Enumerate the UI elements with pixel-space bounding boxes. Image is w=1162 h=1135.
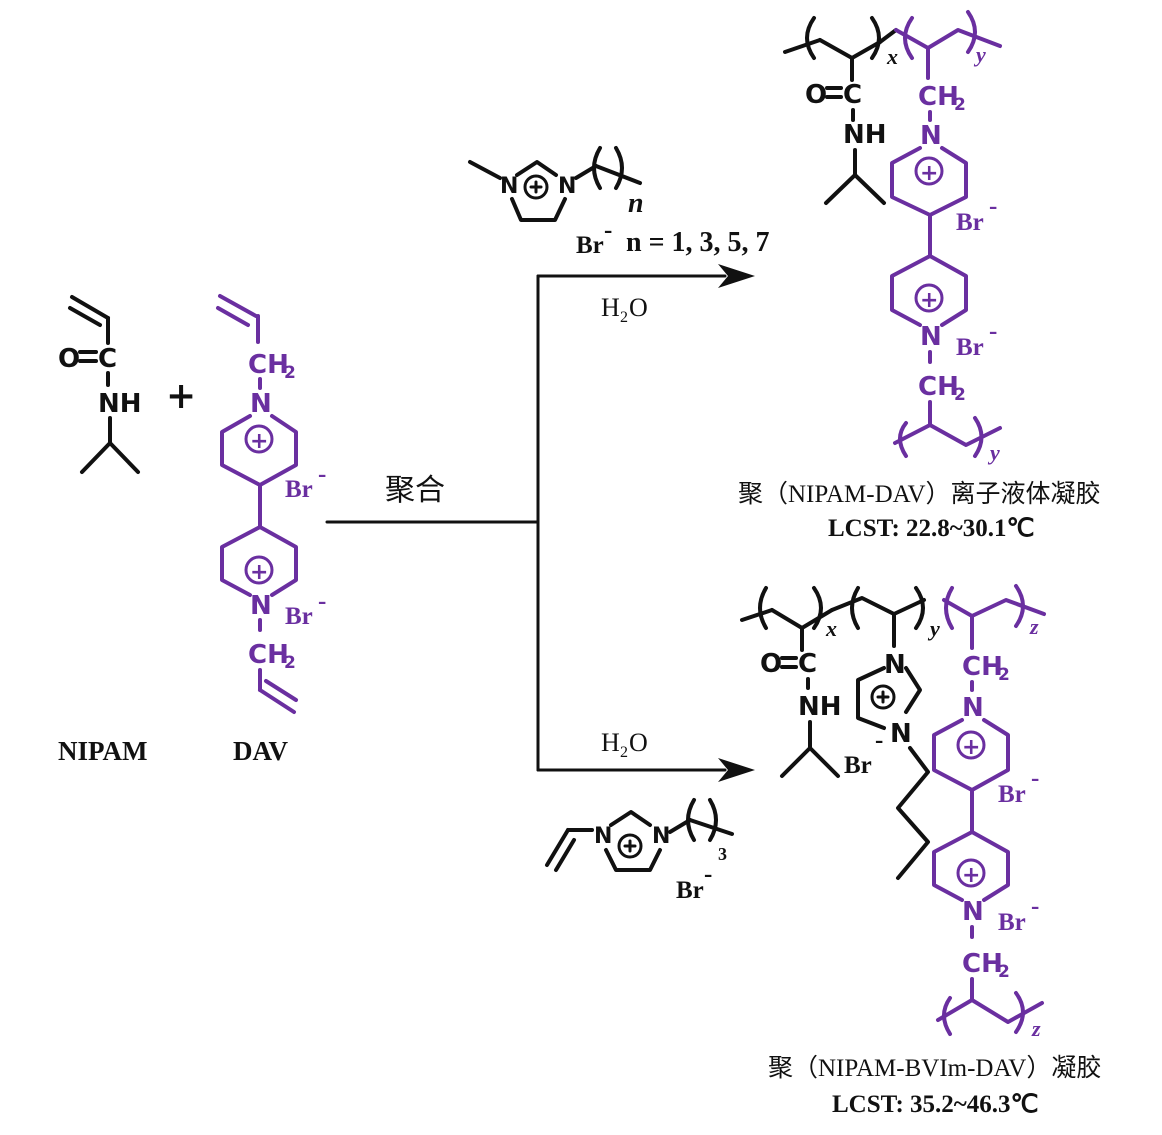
minus-sign: - [704,861,712,888]
solvent-o: O [629,728,648,757]
plus-sign: + [166,375,196,417]
atom-br: Br [285,476,313,503]
atom-nh: NH [98,389,142,419]
arrow-head-upper [718,264,755,288]
atom-br: Br [844,752,872,779]
atom-c: C [98,344,117,374]
subscript-2: 2 [998,665,1010,685]
upper-product-caption: 聚（NIPAM-DAV）离子液体凝胶 [738,480,1101,508]
solvent-sub: 2 [620,309,628,326]
minus-sign: - [875,727,883,754]
upper-solvent-label: H 2 O [601,293,648,326]
lower-product-lcst: LCST: 35.2~46.3℃ [832,1091,1039,1118]
atom-br: Br [956,334,984,361]
subscript-x: x [886,44,898,69]
charge-plus: + [920,288,938,313]
atom-ch: CH [918,82,959,112]
atom-o: O [760,649,782,679]
minus-sign: - [989,318,997,345]
solvent-h: H [601,728,620,757]
minus-sign: - [1031,765,1039,792]
atom-c: C [798,649,817,679]
atom-ch: CH [962,652,1003,682]
subscript-y: y [987,440,1000,465]
atom-n: N [594,824,612,849]
nipam-structure: O C NH [58,295,142,474]
minus-sign: - [604,217,612,244]
subscript-2: 2 [954,95,966,115]
charge-plus: + [250,429,268,454]
atom-n: N [250,591,272,621]
upper-product-lcst: LCST: 22.8~30.1℃ [828,515,1035,542]
atom-br: Br [998,781,1026,808]
atom-br: Br [676,877,704,904]
subscript-y: y [927,616,940,641]
atom-n: N [920,322,942,352]
atom-c: C [843,80,862,110]
atom-n: N [250,389,272,419]
atom-br: Br [998,909,1026,936]
solvent-o: O [629,293,648,322]
charge-plus: + [962,735,980,760]
lower-product-caption: 聚（NIPAM-BVIm-DAV）凝胶 [768,1054,1101,1082]
lower-ionic-liquid-reagent: N N 3 Br - [545,798,734,904]
atom-n: N [962,897,984,927]
atom-o: O [58,344,80,374]
solvent-sub: 2 [620,744,628,761]
dav-label: DAV [233,736,289,766]
subscript-2: 2 [954,385,966,405]
upper-ionic-liquid-reagent: N N n Br - [468,146,644,259]
atom-n: N [890,719,912,749]
subscript-z: z [1029,614,1039,639]
atom-o: O [805,80,827,110]
subscript-n: n [628,188,644,219]
subscript-2: 2 [284,363,296,383]
atom-br: Br [576,232,604,259]
atom-ch: CH [248,640,289,670]
reaction-arrows [325,264,755,782]
minus-sign: - [318,588,326,615]
charge-plus: + [250,560,268,585]
atom-n: N [652,824,670,849]
charge-plus: + [962,863,980,888]
atom-n: N [920,121,942,151]
atom-ch: CH [248,350,289,380]
lower-solvent-label: H 2 O [601,728,648,761]
atom-br: Br [285,603,313,630]
minus-sign: - [1031,893,1039,920]
solvent-h: H [601,293,620,322]
atom-ch: CH [962,949,1003,979]
polymerization-label: 聚合 [385,474,445,507]
atom-n: N [500,174,518,199]
atom-br: Br [956,209,984,236]
atom-n: N [962,693,984,723]
subscript-3: 3 [718,844,727,864]
upper-product-structure: x O C NH y CH 2 N + Br - + N Br - CH 2 [783,10,1002,465]
chain-length-condition: n = 1, 3, 5, 7 [626,227,770,258]
minus-sign: - [989,193,997,220]
arrow-head-lower [718,758,755,782]
subscript-2: 2 [998,962,1010,982]
atom-n: N [884,650,906,680]
dav-structure: CH 2 N + Br - + N Br - CH 2 [216,294,326,714]
subscript-y: y [973,42,986,67]
subscript-2: 2 [284,653,296,673]
atom-nh: NH [843,120,887,150]
lower-product-structure: x O C NH y N N - Br z CH 2 N [740,584,1046,1041]
minus-sign: - [318,461,326,488]
charge-plus: + [920,161,938,186]
nipam-label: NIPAM [58,736,147,766]
atom-n: N [558,174,576,199]
subscript-z: z [1031,1016,1041,1041]
atom-ch: CH [918,372,959,402]
subscript-x: x [825,616,837,641]
atom-nh: NH [798,692,842,722]
